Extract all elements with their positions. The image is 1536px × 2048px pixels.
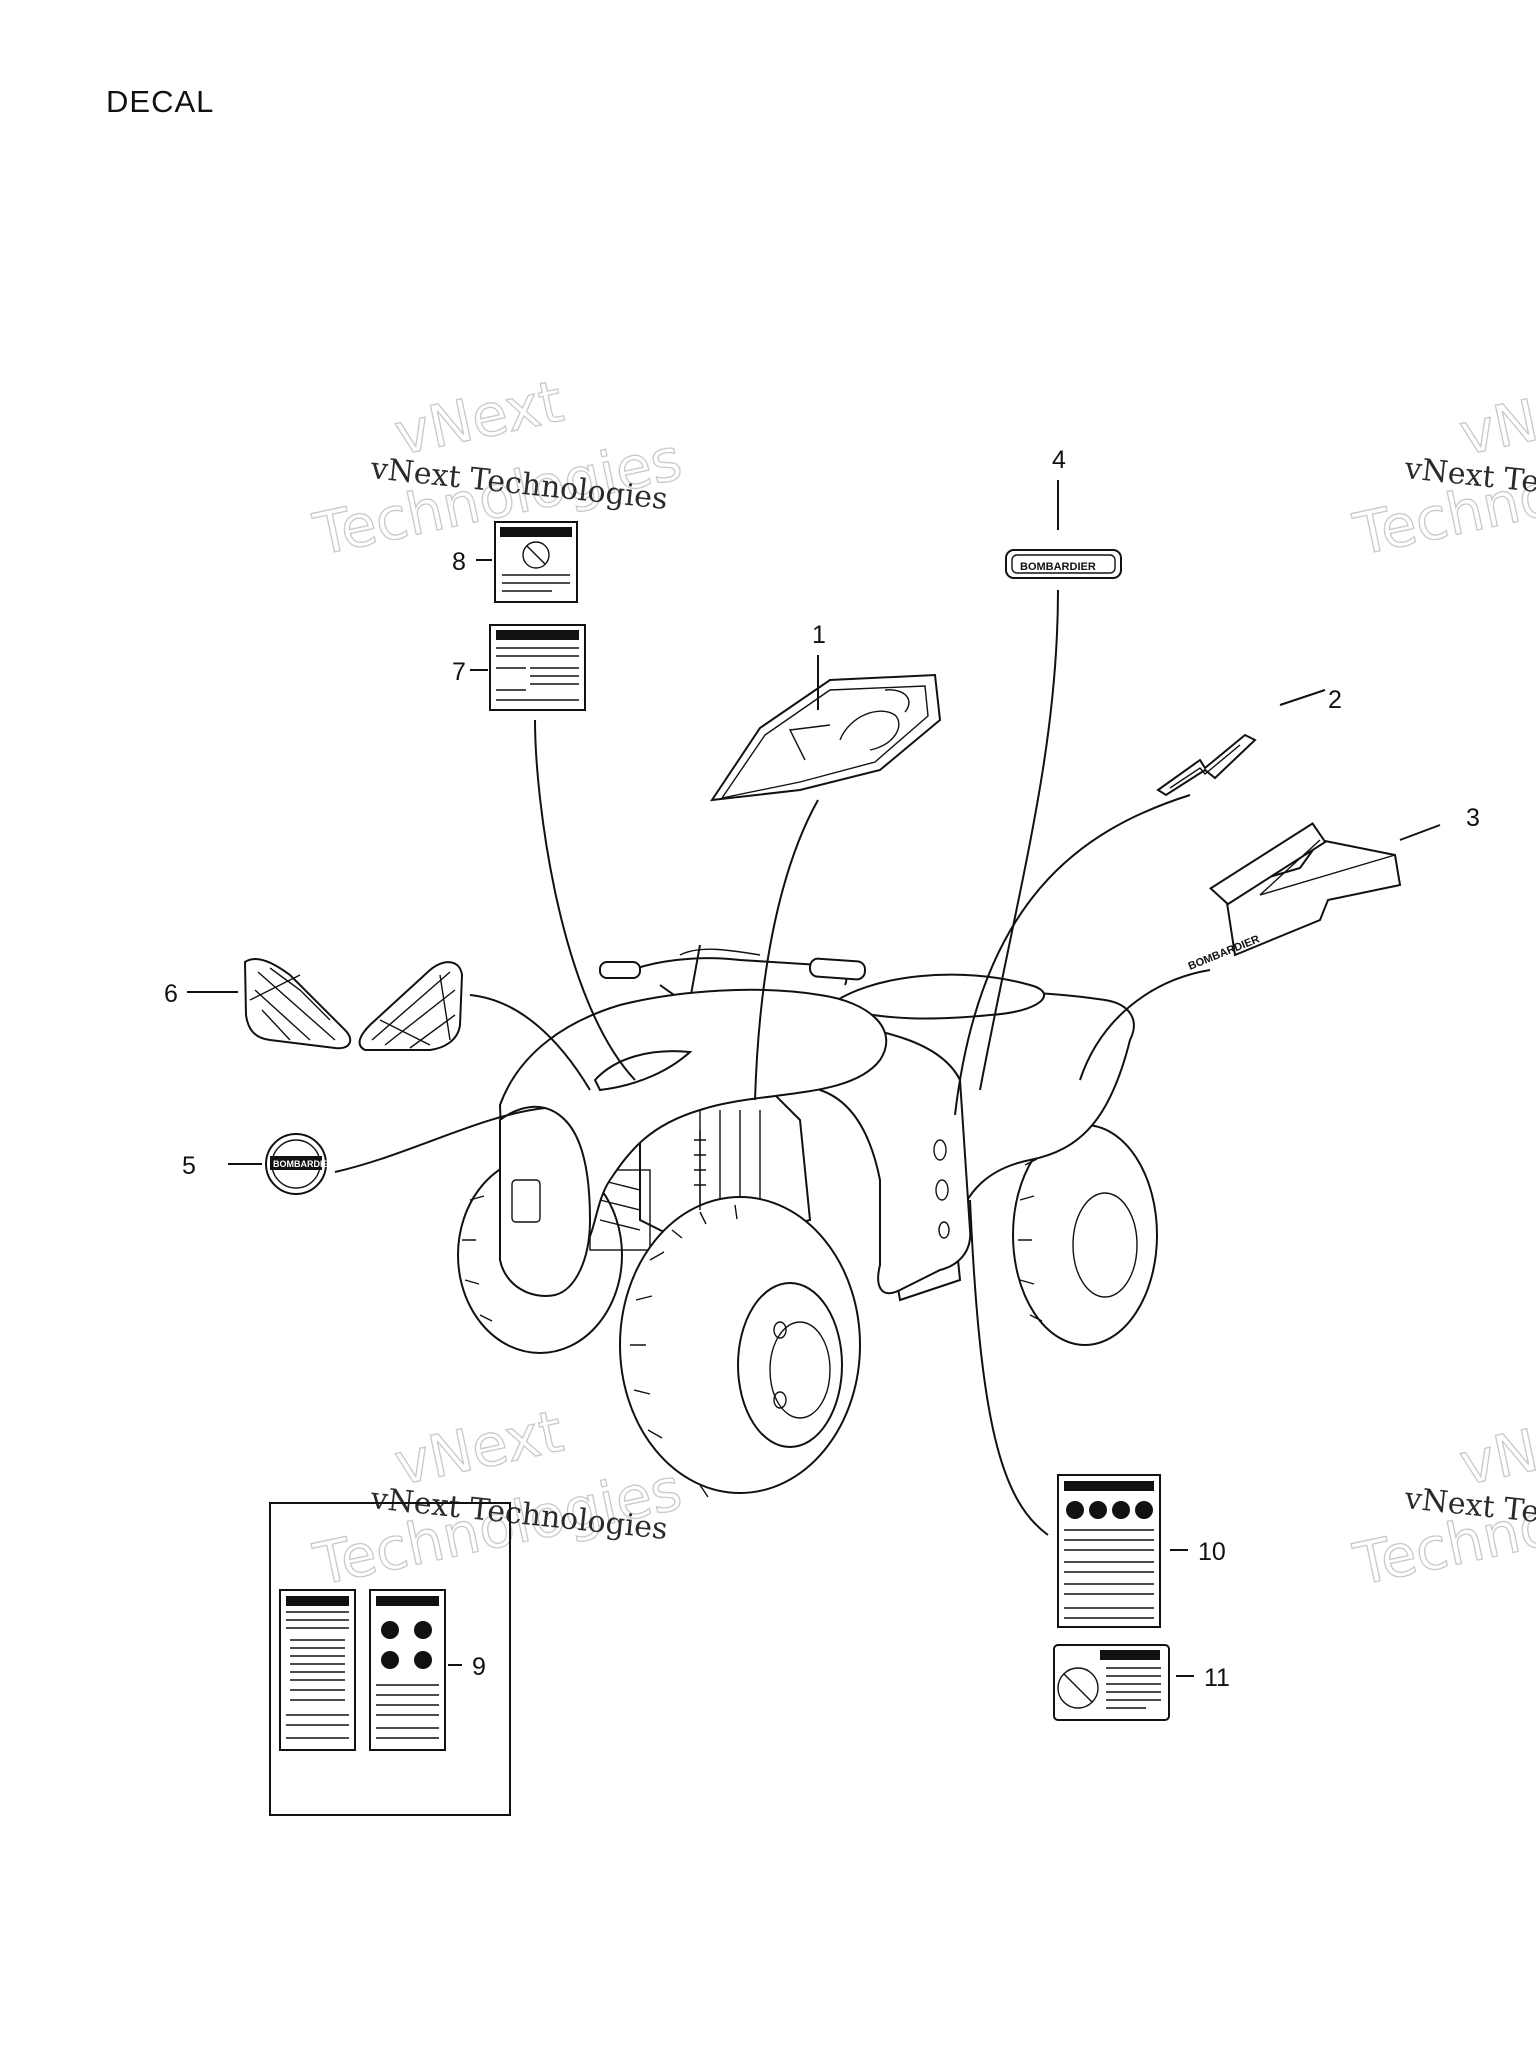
callout-4: 4 [1052,446,1066,474]
seat [827,973,1045,1020]
page-title: DECAL [106,84,215,119]
watermark-partial-big-1: vNe [1454,1409,1536,1499]
callout-3: 3 [1466,804,1480,832]
leader-4 [979,480,1059,1091]
leader-2 [954,689,1326,1116]
leader-3 [1079,824,1441,1081]
decal-9-label-set [269,1502,511,1816]
decal-11-label [1053,1644,1170,1721]
watermark-bottom-right: vNe Techno vNext Te [1347,1408,1536,1600]
decal-3-text: BOMBARDIER [1187,933,1262,973]
callout-numbers: 1 2 3 4 5 6 7 8 9 10 11 [164,446,1480,1692]
watermark-bottom-left: vNext Technologies vNext Technologies [307,1396,688,1599]
hood-vent [593,1050,693,1092]
leader-6 [187,991,591,1091]
watermark-top-right: vNe Techno vNext Te [1347,378,1536,570]
leader-10 [969,1199,1188,1551]
decal-5-round-emblem: BOMBARDIER [265,1133,335,1195]
decal-7-warning-label [489,624,586,711]
front-fascia [499,1105,592,1297]
front-near-wheel [619,1196,861,1498]
callout-7: 7 [452,658,466,686]
decal-8-label [494,521,578,603]
atv-illustration [457,944,1158,1498]
decal-6-side-triangles [243,957,464,1051]
callout-9: 9 [472,1653,486,1681]
decal-3-bombardier-bolt: BOMBARDIER [1187,822,1402,973]
callout-2: 2 [1328,686,1342,714]
leader-7 [470,669,636,1081]
decal-2-small-bolt [1156,733,1257,797]
decal-1-ds-logo [709,673,942,802]
leader-lines [187,480,1441,1677]
decal-4-bombardier-badge: BOMBARDIER [1005,549,1122,579]
decal-10-warning-label [1057,1474,1161,1628]
callout-11: 11 [1204,1664,1230,1692]
decal-4-text: BOMBARDIER [1020,561,1096,573]
callout-1: 1 [812,621,826,649]
leader-1 [754,655,819,1101]
callout-8: 8 [452,548,466,576]
front-shock [694,1130,706,1210]
watermark-partial-big-1: vNe [1454,379,1536,469]
callout-10: 10 [1198,1538,1226,1566]
decal-5-text: BOMBARDIER [273,1159,335,1169]
leader-5 [228,1107,546,1173]
callout-6: 6 [164,980,178,1008]
side-panel [819,1018,972,1295]
callout-5: 5 [182,1152,196,1180]
handlebars [599,944,867,1031]
